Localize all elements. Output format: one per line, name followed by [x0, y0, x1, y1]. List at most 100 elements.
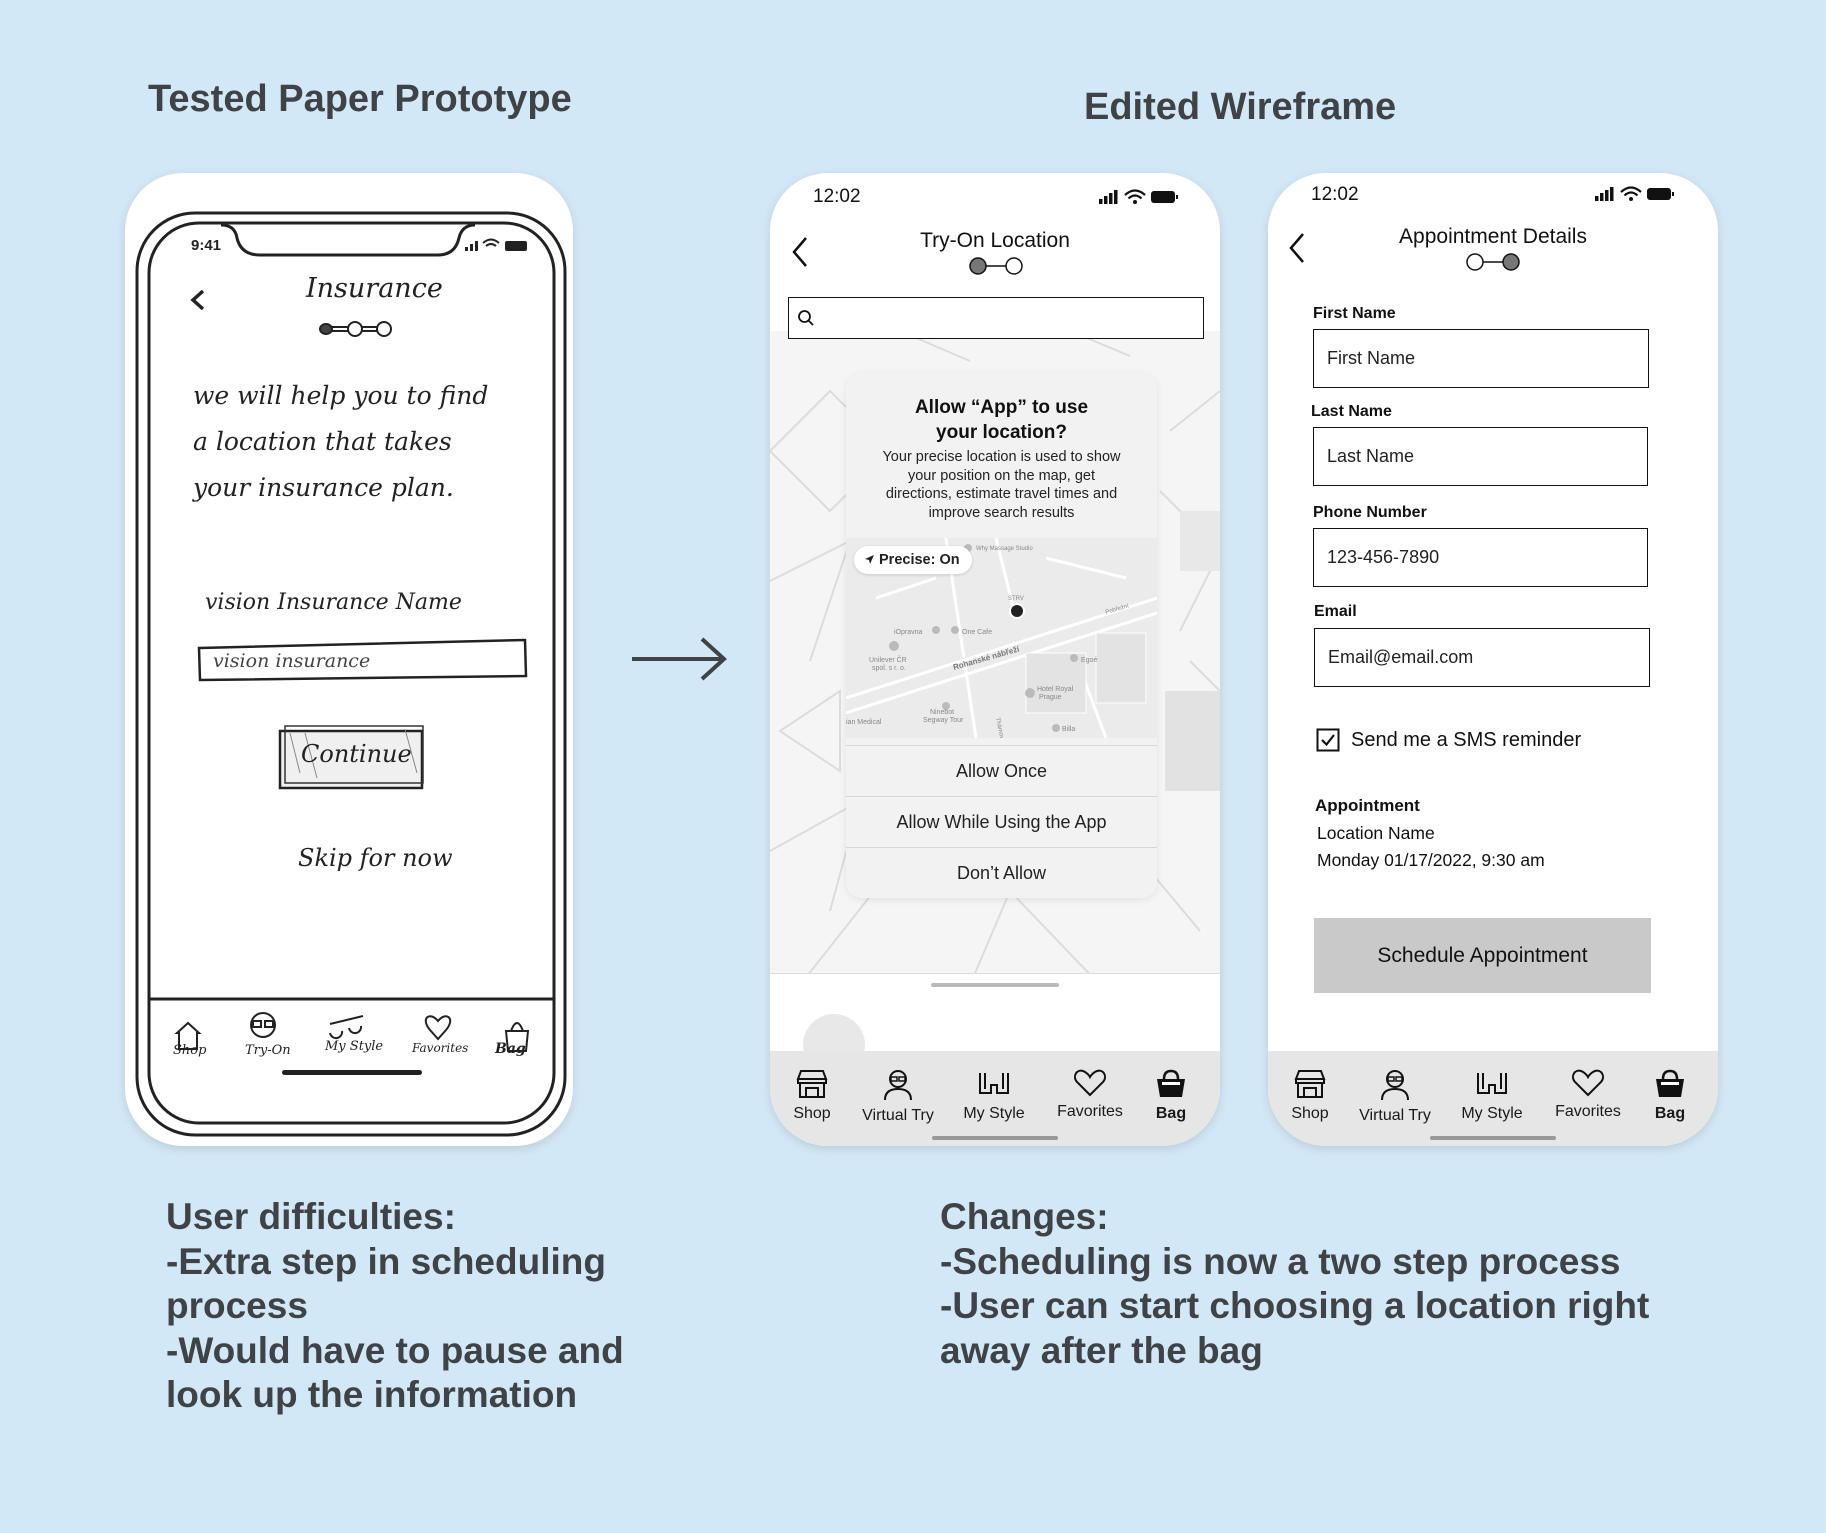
- paper-body-line: we will help you to find: [193, 381, 489, 410]
- dialog-title-line: Allow “App” to use: [914, 397, 1089, 418]
- paper-insurance-field: [197, 638, 528, 682]
- tab-virtual-try[interactable]: Virtual Try: [1350, 1069, 1440, 1125]
- tab-favorites[interactable]: Favorites: [1543, 1069, 1633, 1121]
- signal-icon: [1099, 190, 1118, 204]
- sms-reminder-checkbox[interactable]: [1316, 728, 1340, 752]
- battery-icon: [1151, 191, 1178, 203]
- home-indicator: [1430, 1136, 1556, 1140]
- map-label: ian Medical: [846, 719, 882, 726]
- tab-bag[interactable]: Bag: [1625, 1069, 1715, 1123]
- last-name-field[interactable]: Last Name: [1313, 427, 1648, 486]
- paper-skip-link: Skip for now: [298, 844, 453, 872]
- sheet-handle[interactable]: [931, 983, 1059, 987]
- map-label: iOpravna: [894, 629, 923, 636]
- notes-line: -Scheduling is now a two step process: [940, 1240, 1621, 1282]
- paper-field-label: vision Insurance Name: [205, 590, 462, 615]
- paper-time: 9:41: [191, 237, 222, 254]
- email-label: Email: [1314, 603, 1357, 620]
- search-input[interactable]: [788, 297, 1204, 339]
- tab-shop[interactable]: Shop: [1268, 1069, 1355, 1123]
- location-permission-dialog: Allow “App” to use your location? Your p…: [846, 373, 1157, 898]
- dialog-body-line: improve search results: [928, 504, 1075, 521]
- appointment-details-screen: 12:02 Appointment Details First Name Fir…: [1268, 173, 1718, 1146]
- tab-label: Shop: [1291, 1105, 1329, 1122]
- page-title: Appointment Details: [1399, 225, 1587, 248]
- dont-allow-button[interactable]: Don’t Allow: [846, 847, 1157, 898]
- virtual-try-icon: [884, 1070, 912, 1101]
- map-label: Thámova: [994, 717, 1005, 738]
- shop-icon: [1294, 1070, 1326, 1098]
- step-indicator: [1466, 253, 1520, 271]
- right-heading: Edited Wireframe: [1084, 86, 1397, 128]
- location-arrow-icon: [865, 555, 874, 564]
- back-chevron-icon[interactable]: [791, 236, 809, 268]
- tab-favorites[interactable]: Favorites: [1045, 1069, 1135, 1121]
- notes-line: -User can start choosing a location righ…: [940, 1285, 1650, 1326]
- shop-icon: [796, 1070, 828, 1098]
- first-name-field[interactable]: First Name: [1313, 329, 1649, 388]
- notes-line: -Would have to pause and: [166, 1329, 624, 1371]
- paper-battery-icon: [505, 241, 527, 251]
- paper-mystyle-icon: [329, 1015, 364, 1040]
- status-icons: [1595, 186, 1674, 201]
- arrow-right-icon: [632, 637, 727, 681]
- paper-wifi-icon: [482, 238, 500, 247]
- paper-body-line: your insurance plan.: [193, 473, 454, 502]
- signal-icon: [1595, 187, 1614, 201]
- appointment-label: Appointment: [1315, 796, 1420, 815]
- dialog-body-line: directions, estimate travel times and: [885, 486, 1118, 502]
- map-label: spol. s r. o.: [872, 665, 906, 672]
- paper-sketch: [135, 211, 567, 1137]
- phone-number-field[interactable]: 123-456-7890: [1313, 528, 1648, 587]
- try-on-location-screen: 12:02 Try-On Location: [770, 173, 1220, 1146]
- paper-body: we will help you to find a location that…: [193, 373, 523, 511]
- paper-back-icon: [190, 289, 205, 311]
- tab-label: Favorites: [1057, 1103, 1123, 1120]
- heart-icon: [1073, 1069, 1107, 1097]
- map-label: Egoé: [1081, 657, 1097, 664]
- user-difficulties-notes: User difficulties: -Extra step in schedu…: [166, 1195, 624, 1418]
- paper-tab-favorites: Favorites: [412, 1041, 469, 1055]
- status-time: 12:02: [813, 186, 861, 207]
- map-label: Prague: [1039, 694, 1062, 701]
- paper-shop-icon: [174, 1021, 202, 1050]
- tab-label: My Style: [963, 1105, 1025, 1122]
- precise-toggle[interactable]: Precise: On: [854, 546, 972, 574]
- tab-my-style[interactable]: My Style: [1447, 1069, 1537, 1123]
- notes-heading: User difficulties:: [166, 1196, 456, 1237]
- map-label: Ninebot: [930, 709, 954, 716]
- bag-icon: [1157, 1069, 1185, 1097]
- schedule-appointment-button[interactable]: Schedule Appointment: [1314, 918, 1651, 993]
- allow-once-button[interactable]: Allow Once: [846, 745, 1157, 796]
- home-indicator: [932, 1136, 1058, 1140]
- tab-label: Shop: [793, 1105, 831, 1122]
- tab-bag[interactable]: Bag: [1126, 1069, 1216, 1123]
- paper-continue-label: Continue: [301, 740, 412, 768]
- last-name-label: Last Name: [1311, 403, 1392, 420]
- tab-shop[interactable]: Shop: [770, 1069, 857, 1123]
- map-label: Billa: [1062, 726, 1075, 733]
- bottom-sheet[interactable]: [770, 973, 1220, 1076]
- phone-number-label: Phone Number: [1313, 504, 1427, 521]
- back-chevron-icon[interactable]: [1288, 232, 1306, 264]
- page-title: Try-On Location: [920, 229, 1070, 252]
- bag-icon: [1656, 1069, 1684, 1097]
- step-indicator: [969, 257, 1023, 275]
- dialog-body-line: your position on the map, get: [907, 467, 1095, 484]
- tab-label: Virtual Try: [1359, 1107, 1431, 1124]
- sms-reminder-label: Send me a SMS reminder: [1351, 729, 1582, 751]
- heart-icon: [1571, 1069, 1605, 1097]
- notes-line: look up the information: [166, 1374, 578, 1415]
- notes-line: process: [166, 1285, 308, 1326]
- allow-while-using-button[interactable]: Allow While Using the App: [846, 796, 1157, 847]
- email-field[interactable]: Email@email.com: [1314, 628, 1650, 687]
- map-label: Segway Tour: [923, 717, 964, 724]
- glasses-icon: [1477, 1073, 1507, 1094]
- tab-my-style[interactable]: My Style: [949, 1069, 1039, 1123]
- map-label: Hotel Royal: [1037, 686, 1074, 693]
- paper-bag-icon: [504, 1022, 530, 1052]
- appointment-datetime: Monday 01/17/2022, 9:30 am: [1317, 850, 1545, 870]
- glasses-icon: [979, 1073, 1009, 1094]
- tab-virtual-try[interactable]: Virtual Try: [853, 1069, 943, 1125]
- map-label: Why Massage Studio: [976, 546, 1033, 552]
